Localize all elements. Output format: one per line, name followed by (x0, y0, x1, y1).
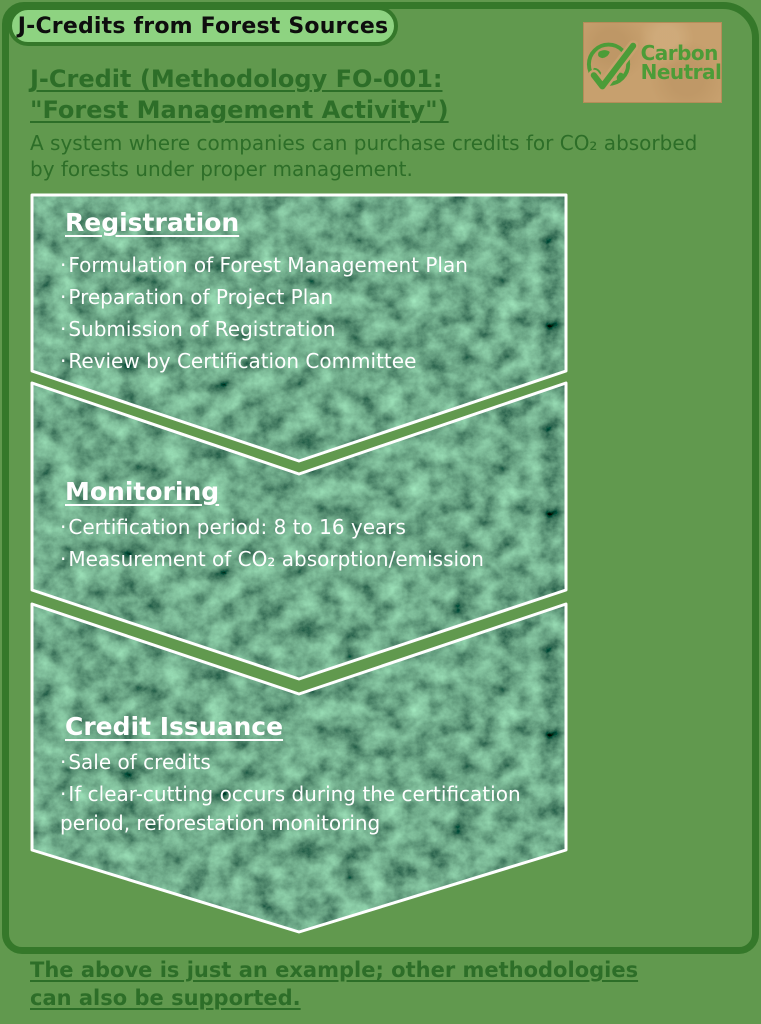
bullet-dot: · (60, 547, 67, 571)
step-item: ·Measurement of CO₂ absorption/emission (60, 547, 484, 571)
logo-text: Carbon Neutral (640, 40, 722, 84)
footer-line-2: can also be supported. (30, 986, 301, 1010)
description-line-2: by forests under proper management. (30, 157, 413, 181)
step-item: ·If clear-cutting occurs during the cert… (60, 782, 521, 835)
step-item: ·Preparation of Project Plan (60, 285, 334, 309)
globe-checkmark-icon (586, 39, 638, 90)
description: A system where companies can purchase cr… (30, 130, 697, 182)
bullet-dot: · (60, 253, 67, 277)
step-block-credit-issuance: Credit Issuance ·Sale of credits ·If cle… (30, 602, 568, 934)
step-block-registration: Registration ·Formulation of Forest Mana… (30, 193, 568, 463)
logo-text-line-1: Carbon (640, 40, 719, 65)
logo-text-line-2: Neutral (640, 59, 722, 84)
step-block-monitoring: Monitoring ·Certification period: 8 to 1… (30, 381, 568, 681)
step-item: ·Review by Certification Committee (60, 349, 417, 373)
step-title: Registration (65, 208, 240, 237)
step-items: ·Formulation of Forest Management Plan ·… (60, 251, 560, 379)
heading-line-2: "Forest Management Activity") (30, 96, 449, 124)
bullet-dot: · (60, 285, 67, 309)
footer-note: The above is just an example; other meth… (30, 956, 638, 1012)
step-item: ·Submission of Registration (60, 317, 336, 341)
bullet-dot: · (60, 782, 67, 806)
chevron-shape (30, 381, 568, 681)
heading-line-1: J-Credit (Methodology FO-001: (30, 65, 443, 93)
title-banner: J-Credits from Forest Sources (8, 6, 398, 46)
step-title: Monitoring (65, 477, 220, 506)
title-banner-label: J-Credits from Forest Sources (17, 13, 389, 39)
bullet-dot: · (60, 349, 67, 373)
bullet-dot: · (60, 515, 67, 539)
chevron-shape (30, 602, 568, 934)
carbon-neutral-logo: Carbon Neutral (583, 22, 722, 103)
step-items: ·Sale of credits ·If clear-cutting occur… (60, 748, 560, 841)
bullet-dot: · (60, 317, 67, 341)
description-line-1: A system where companies can purchase cr… (30, 131, 698, 155)
main-heading: J-Credit (Methodology FO-001: "Forest Ma… (30, 64, 449, 126)
step-item: ·Certification period: 8 to 16 years (60, 515, 406, 539)
footer-line-1: The above is just an example; other meth… (30, 958, 639, 982)
step-items: ·Certification period: 8 to 16 years ·Me… (60, 513, 560, 577)
step-item: ·Formulation of Forest Management Plan (60, 253, 468, 277)
step-title: Credit Issuance (65, 712, 284, 741)
bullet-dot: · (60, 750, 67, 774)
chevron-shape (30, 193, 568, 463)
step-item: ·Sale of credits (60, 750, 211, 774)
